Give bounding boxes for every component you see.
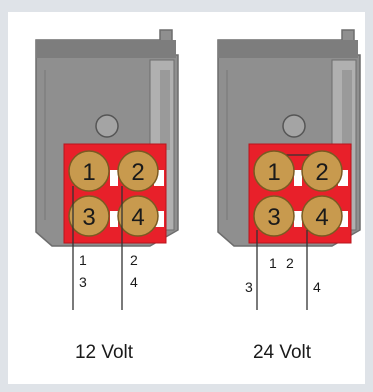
- housing-top-cap: [218, 40, 358, 58]
- terminal-4-label: 4: [315, 204, 328, 231]
- connector-tab: [154, 211, 164, 227]
- wire-label-1: 1: [269, 255, 277, 271]
- caption-12-volt: 12 Volt: [75, 342, 134, 363]
- wire-label-3: 3: [245, 279, 253, 295]
- terminal-3: [68, 195, 110, 237]
- connector-tab: [294, 170, 302, 186]
- terminal-4: [301, 195, 343, 237]
- wire-label-4: 4: [313, 279, 321, 295]
- connector-tab: [110, 211, 118, 227]
- mounting-hole: [282, 114, 306, 138]
- terminal-1: [253, 150, 295, 192]
- terminal-4-label: 4: [131, 204, 144, 231]
- housing-slot: [342, 70, 352, 150]
- relay-12v: 1 2 3 4 1 3 2 4 12 Volt: [35, 29, 179, 363]
- connector-tab: [154, 170, 164, 186]
- terminal-2: [301, 150, 343, 192]
- mounting-hole: [95, 114, 119, 138]
- wire-label-2: 2: [286, 255, 294, 271]
- terminal-1-label: 1: [82, 159, 95, 186]
- housing-slot: [160, 70, 170, 150]
- terminal-2-label: 2: [131, 159, 144, 186]
- terminal-4: [117, 195, 159, 237]
- terminal-1-label: 1: [267, 159, 280, 186]
- housing-top-cap: [36, 40, 176, 58]
- terminal-1: [68, 150, 110, 192]
- wire-label-1: 1: [79, 252, 87, 268]
- terminal-3-label: 3: [267, 204, 280, 231]
- relay-24v: 1 2 3 4 1 2 3 4 24 Volt: [217, 29, 361, 363]
- connector-tab: [338, 170, 348, 186]
- caption-24-volt: 24 Volt: [253, 342, 312, 363]
- wire-label-4: 4: [130, 274, 138, 290]
- connector-tab: [294, 211, 302, 227]
- terminal-2-label: 2: [315, 159, 328, 186]
- connector-tab: [110, 170, 118, 186]
- wire-label-3: 3: [79, 274, 87, 290]
- terminal-3: [253, 195, 295, 237]
- terminal-3-label: 3: [82, 204, 95, 231]
- terminal-2: [117, 150, 159, 192]
- wire-label-2: 2: [130, 252, 138, 268]
- connector-tab: [338, 211, 348, 227]
